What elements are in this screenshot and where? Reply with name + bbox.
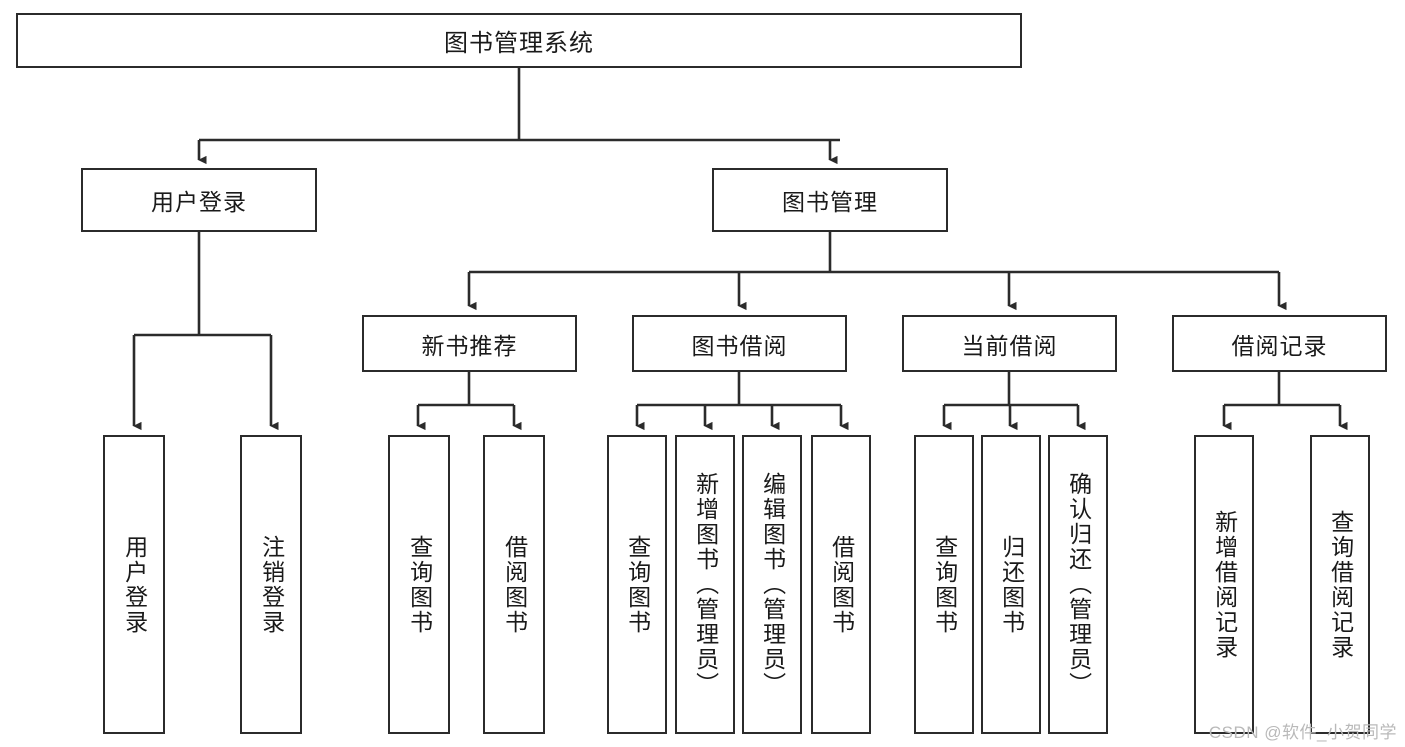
leaf-borrow-book-2-label: 借阅图书 (828, 534, 855, 635)
leaf-add-book[interactable]: 新增图书（管理员） (675, 435, 735, 734)
node-borrow-record-label: 借阅记录 (1231, 332, 1328, 359)
leaf-user-login[interactable]: 用户登录 (103, 435, 165, 734)
leaf-query-book-3-label: 查询图书 (931, 534, 958, 635)
leaf-return-book[interactable]: 归还图书 (981, 435, 1041, 734)
leaf-add-record-label: 新增借阅记录 (1211, 509, 1238, 660)
leaf-query-book-2-label: 查询图书 (624, 534, 651, 635)
leaf-return-book-label: 归还图书 (998, 534, 1025, 635)
leaf-edit-book[interactable]: 编辑图书（管理员） (742, 435, 802, 734)
leaf-query-book-3[interactable]: 查询图书 (914, 435, 974, 734)
node-current-borrow-label: 当前借阅 (961, 332, 1058, 359)
node-book-manage-label: 图书管理 (782, 189, 878, 215)
watermark: CSDN @软件_小贺同学 (1208, 723, 1397, 742)
leaf-borrow-book-1[interactable]: 借阅图书 (483, 435, 545, 734)
node-book-manage[interactable]: 图书管理 (712, 168, 948, 232)
leaf-confirm-return-label: 确认归还（管理员） (1065, 472, 1092, 697)
leaf-logout[interactable]: 注销登录 (240, 435, 302, 734)
node-user-login[interactable]: 用户登录 (81, 168, 317, 232)
leaf-borrow-book-2[interactable]: 借阅图书 (811, 435, 871, 734)
leaf-query-book-1[interactable]: 查询图书 (388, 435, 450, 734)
leaf-query-record-label: 查询借阅记录 (1327, 509, 1354, 660)
node-book-borrow[interactable]: 图书借阅 (632, 315, 847, 372)
leaf-logout-label: 注销登录 (258, 534, 285, 635)
leaf-borrow-book-1-label: 借阅图书 (501, 534, 528, 635)
node-user-login-label: 用户登录 (151, 189, 247, 215)
node-new-book-recommend[interactable]: 新书推荐 (362, 315, 577, 372)
node-root[interactable]: 图书管理系统 (16, 13, 1022, 68)
node-new-book-recommend-label: 新书推荐 (421, 332, 518, 359)
node-current-borrow[interactable]: 当前借阅 (902, 315, 1117, 372)
leaf-query-record[interactable]: 查询借阅记录 (1310, 435, 1370, 734)
node-borrow-record[interactable]: 借阅记录 (1172, 315, 1387, 372)
leaf-add-record[interactable]: 新增借阅记录 (1194, 435, 1254, 734)
leaf-add-book-label: 新增图书（管理员） (692, 472, 719, 697)
leaf-user-login-label: 用户登录 (121, 534, 148, 635)
leaf-query-book-1-label: 查询图书 (406, 534, 433, 635)
leaf-confirm-return[interactable]: 确认归还（管理员） (1048, 435, 1108, 734)
leaf-edit-book-label: 编辑图书（管理员） (759, 472, 786, 697)
leaf-query-book-2[interactable]: 查询图书 (607, 435, 667, 734)
node-root-label: 图书管理系统 (444, 30, 594, 57)
node-book-borrow-label: 图书借阅 (691, 332, 788, 359)
